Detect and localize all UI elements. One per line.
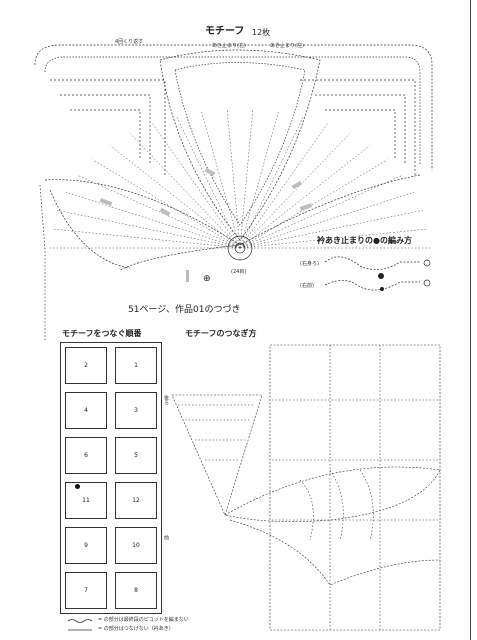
fan-ray	[239, 191, 415, 249]
join-order-cell: 5	[115, 437, 157, 474]
join-order-cell: 8	[115, 572, 157, 609]
fan-ray	[152, 123, 241, 249]
fan-ray	[51, 228, 241, 249]
fan-ray	[239, 228, 429, 249]
fan-ray	[77, 175, 241, 249]
fan-ray	[226, 108, 241, 249]
center-stitch-count: (24目)	[231, 269, 247, 275]
join-order-cell: 7	[65, 572, 107, 609]
join-order-cell: 1	[115, 347, 157, 384]
stop-right-label: あき止まり(左)	[270, 43, 304, 49]
collar-title: 衿あき止まりの●の編み方	[317, 236, 412, 245]
back-label: 後ろ	[163, 395, 169, 405]
fan-ray	[239, 108, 254, 249]
join-order-title: モチーフをつなぐ順番	[62, 329, 142, 338]
start-symbol: ⊕	[203, 274, 211, 284]
join-order-cell: 4	[65, 392, 107, 429]
collar-stop-dot	[75, 484, 80, 489]
fan-ray	[110, 145, 241, 249]
join-order-cell: 2	[65, 347, 107, 384]
join-order-cell: 9	[65, 527, 107, 564]
collar-right-back: (右身ろ)	[300, 261, 319, 267]
fan-ray	[239, 159, 388, 249]
stop-left-label: あき止まり(右)	[212, 43, 246, 49]
legend-line-1: = の部分は最終段のピコットを編まない	[98, 617, 189, 623]
motif-count: 12枚	[252, 28, 271, 37]
page-edge-line	[470, 0, 471, 640]
continued-note: 51ページ、作品01のつづき	[128, 305, 241, 315]
fan-ray	[239, 110, 279, 249]
fan-ray	[201, 110, 241, 249]
join-order-cell: 3	[115, 392, 157, 429]
repeat-note: 4回くり返す	[115, 39, 144, 45]
fan-ray	[239, 175, 403, 249]
join-order-cell: 11	[65, 482, 107, 519]
front-label: 前	[163, 535, 169, 540]
join-order-cell: 6	[65, 437, 107, 474]
fan-ray	[239, 123, 328, 249]
join-method-title: モチーフのつなぎ方	[185, 329, 257, 338]
collar-right-front: (右前)	[300, 283, 314, 289]
motif-title: モチーフ	[205, 26, 245, 37]
legend-line-2: = の部分はつなげない（衿あき）	[98, 626, 174, 632]
fan-ray	[65, 191, 241, 249]
fan-ray	[239, 145, 370, 249]
join-order-cell: 12	[115, 482, 157, 519]
join-order-cell: 10	[115, 527, 157, 564]
fan-ray	[92, 159, 241, 249]
